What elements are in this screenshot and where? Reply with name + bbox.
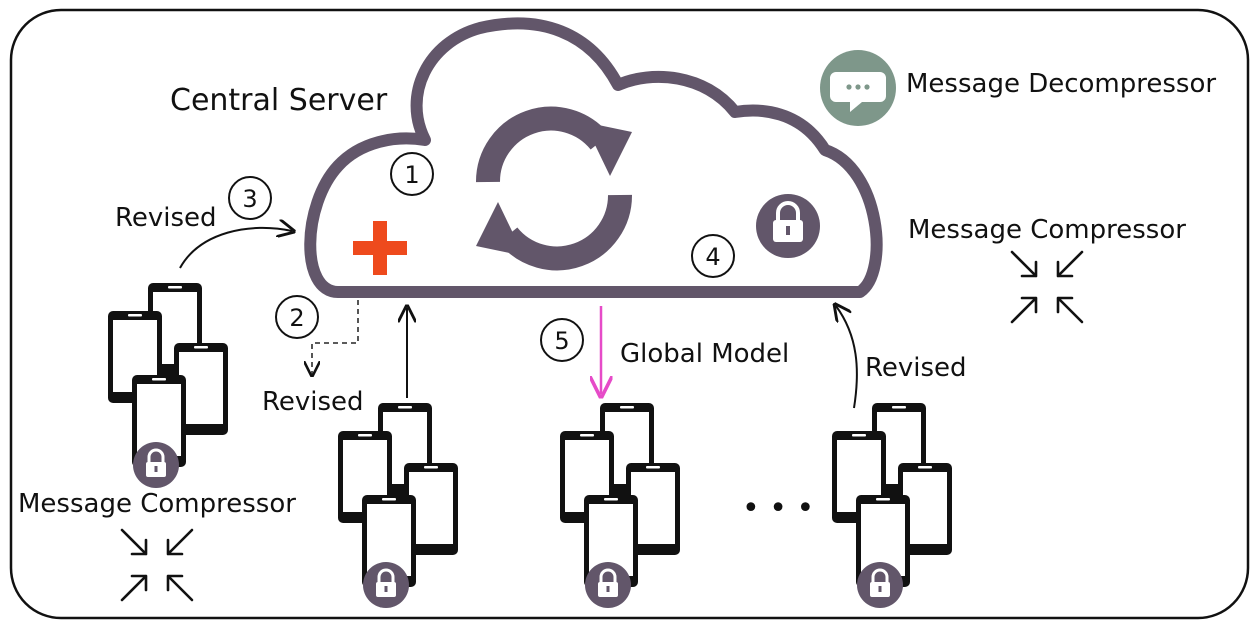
svg-text:5: 5 — [554, 327, 569, 355]
message-decompressor-legend: Message Decompressor — [820, 50, 1216, 126]
svg-text:4: 4 — [705, 243, 720, 271]
global-model-label: Global Model — [620, 339, 789, 369]
revised-upload-arrow-right — [836, 306, 858, 409]
more-devices-ellipsis: • • • — [742, 491, 814, 526]
revised-label-step2: Revised — [262, 387, 364, 417]
step-5: 5 — [540, 318, 584, 362]
svg-text:Message Decompressor: Message Decompressor — [906, 69, 1216, 99]
server-lock-icon — [756, 194, 820, 258]
revised-label-step3: Revised — [115, 203, 217, 233]
svg-text:Message Compressor: Message Compressor — [18, 489, 296, 519]
revised-dashed-arrow — [312, 300, 359, 374]
message-compressor-legend-right: Message Compressor — [908, 215, 1186, 324]
svg-text:1: 1 — [404, 161, 419, 189]
message-compressor-legend-left: Message Compressor — [18, 489, 296, 602]
sync-icon — [475, 106, 633, 271]
plus-icon — [353, 221, 407, 275]
svg-text:2: 2 — [289, 304, 304, 332]
step-2: 2 — [275, 295, 319, 339]
svg-text:3: 3 — [242, 185, 257, 213]
revised-upload-arrow-left — [179, 228, 292, 269]
revised-label-right: Revised — [865, 353, 967, 383]
step-1: 1 — [390, 152, 434, 196]
step-4: 4 — [691, 234, 735, 278]
svg-text:Message Compressor: Message Compressor — [908, 215, 1186, 245]
central-server-title: Central Server — [170, 83, 388, 118]
central-server-cloud — [304, 17, 883, 298]
step-3: 3 — [228, 176, 272, 220]
